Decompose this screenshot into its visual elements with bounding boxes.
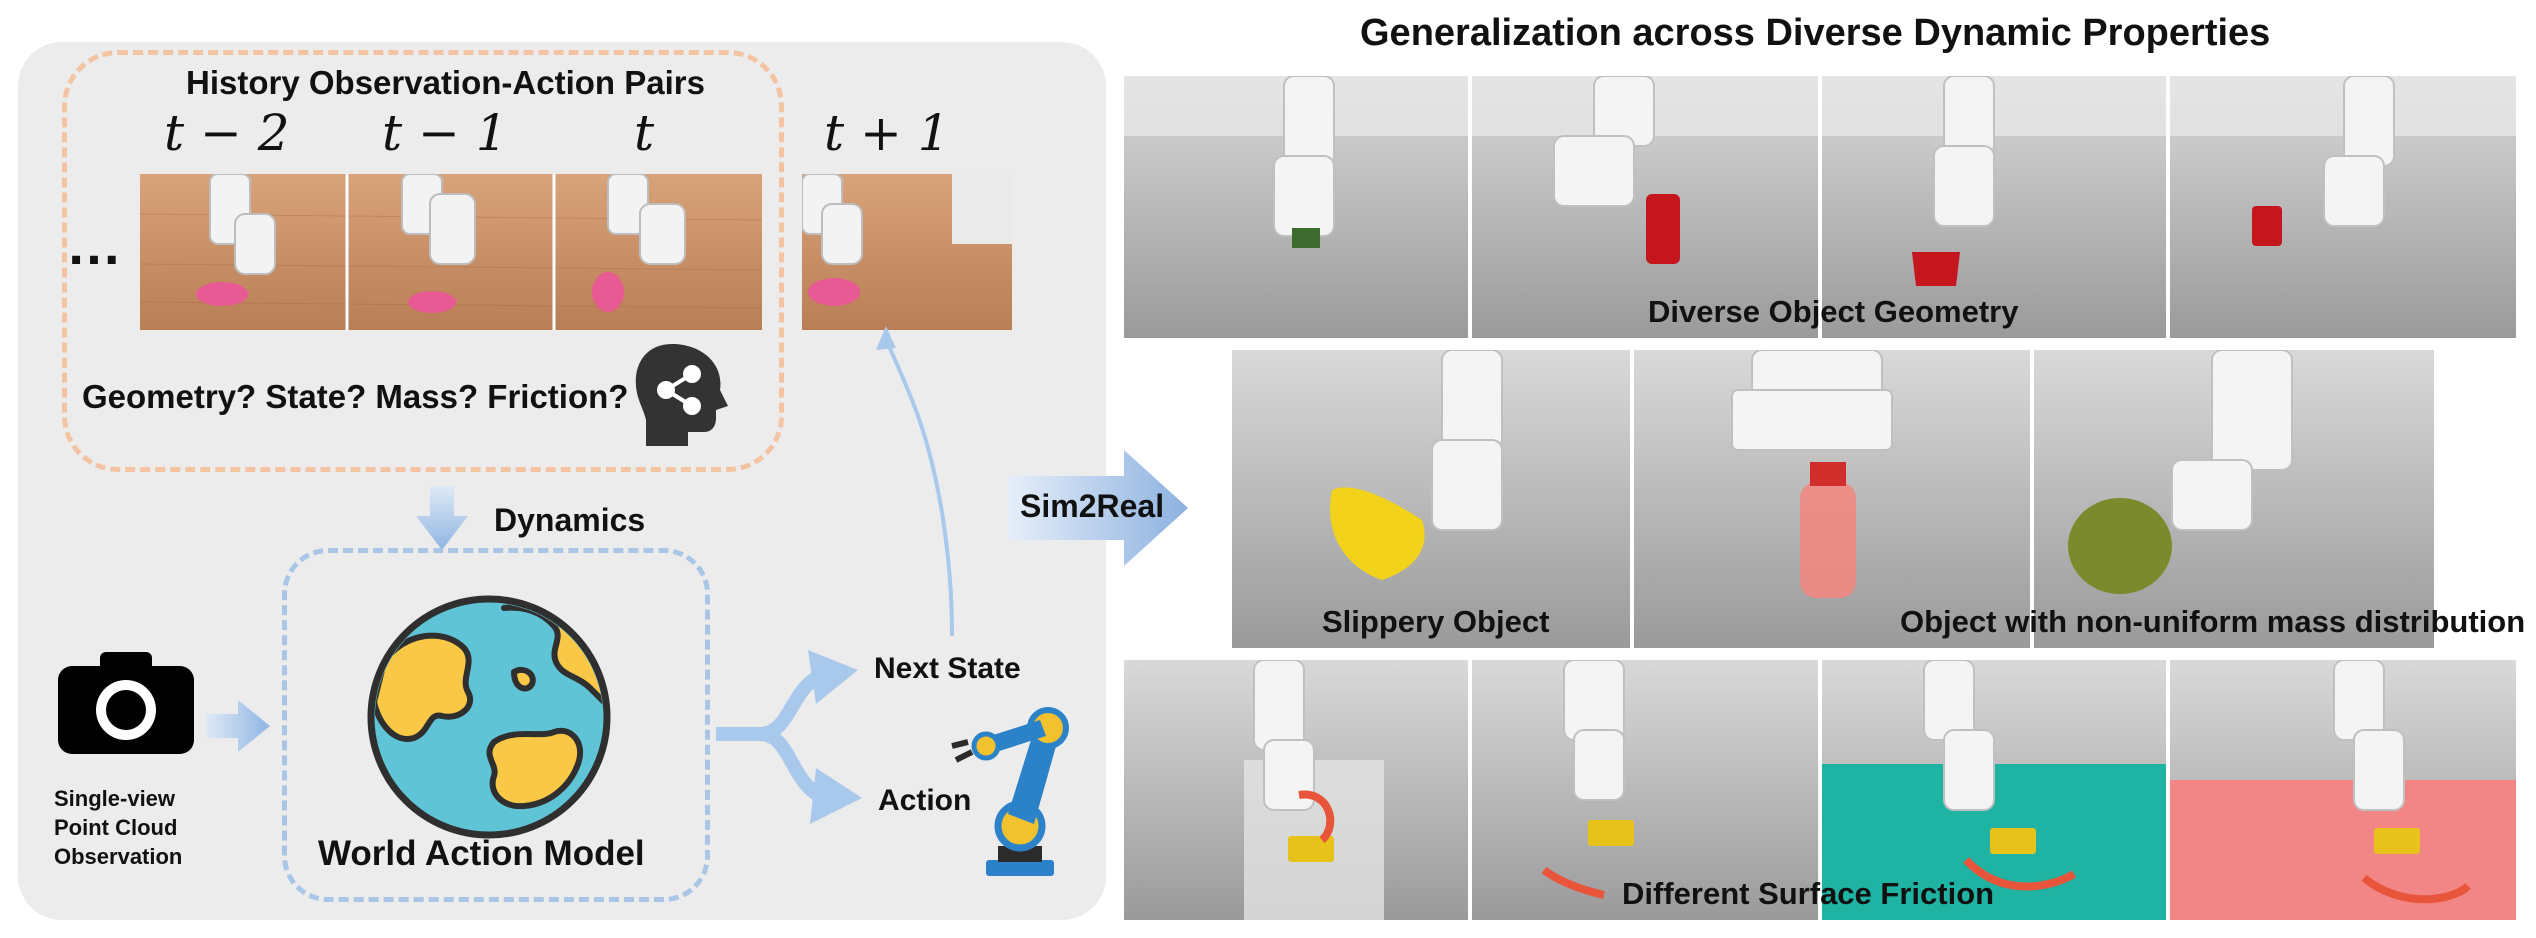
next-state-label: Next State [874, 652, 1021, 685]
action-label: Action [878, 784, 972, 817]
camera-icon [58, 652, 194, 754]
row3-photos [1124, 659, 2516, 920]
row2-photos [1232, 349, 2434, 648]
history-frame-strip [140, 174, 762, 330]
time-label-t-minus-2: t − 2 [164, 104, 290, 162]
row2-image [1232, 349, 2434, 648]
time-label-t: t [634, 104, 655, 162]
world-model-box [282, 548, 710, 902]
output-arrows [716, 326, 954, 824]
history-frames-image [140, 174, 762, 330]
camera-arrow [206, 700, 270, 752]
observation-label-1: Single-view [54, 786, 176, 811]
row1-caption: Diverse Object Geometry [1648, 294, 2019, 329]
robot-arm-icon [951, 707, 1069, 876]
row1-image [1124, 75, 2516, 338]
observation-label-2: Point Cloud [54, 815, 178, 840]
sim2real-label: Sim2Real [1020, 488, 1165, 524]
right-title: Generalization across Diverse Dynamic Pr… [1360, 12, 2271, 54]
next-frame [802, 174, 1012, 330]
observation-label-3: Observation [54, 844, 183, 869]
brain-share-icon [635, 344, 728, 446]
time-label-t-minus-1: t − 1 [382, 104, 508, 162]
time-label-t-plus-1: t + 1 [824, 104, 950, 162]
history-title: History Observation-Action Pairs [186, 64, 705, 101]
history-question: Geometry? State? Mass? Friction? [82, 378, 629, 415]
next-frame-image [802, 174, 1012, 330]
row1-photos [1124, 75, 2516, 338]
world-model-label: World Action Model [318, 834, 645, 873]
row3-caption: Different Surface Friction [1622, 876, 1995, 911]
history-box [62, 50, 784, 472]
dynamics-arrow [416, 486, 468, 550]
ellipsis: … [66, 213, 122, 276]
row2-caption-right: Object with non-uniform mass distributio… [1900, 604, 2526, 639]
dynamics-label: Dynamics [494, 502, 646, 538]
row3-image [1124, 659, 2516, 920]
globe-icon [367, 595, 611, 839]
row2-caption-left: Slippery Object [1322, 604, 1550, 639]
sim2real-arrow [1008, 450, 1188, 566]
